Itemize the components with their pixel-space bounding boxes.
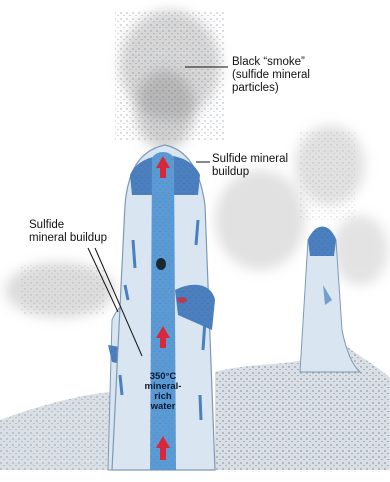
label-black-smoke: Black “smoke” (sulfide mineral particles… <box>232 56 310 95</box>
label-sulfide-buildup-left: Sulfide mineral buildup <box>29 219 107 245</box>
main-chimney <box>112 145 215 470</box>
label-mineral-rich-water: 350°C mineral- rich water <box>138 372 188 412</box>
label-sulfide-buildup-right: Sulfide mineral buildup <box>212 153 288 179</box>
